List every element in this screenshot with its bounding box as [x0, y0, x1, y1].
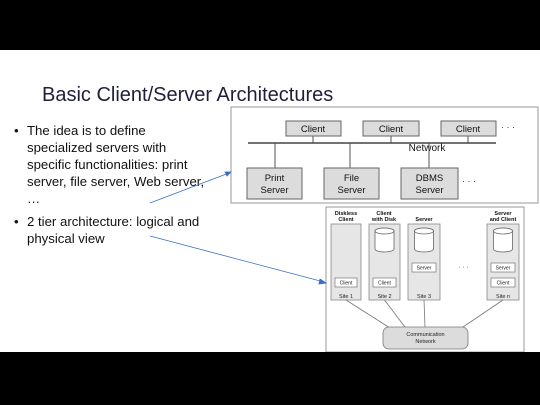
- network-label: Network: [415, 339, 435, 345]
- server-label: Server: [416, 185, 444, 196]
- server-label: Server: [261, 185, 289, 196]
- column-header: Server: [494, 211, 512, 217]
- server-box: [400, 167, 459, 200]
- column-header: with Disk: [371, 217, 397, 223]
- server-label: DBMS: [416, 173, 443, 184]
- inner-box: [490, 277, 516, 288]
- inner-box: [334, 277, 358, 288]
- slide-title: Basic Client/Server Architectures: [42, 84, 334, 106]
- inner-box-label: Server: [496, 266, 511, 272]
- server-label: File: [344, 173, 359, 184]
- inner-box-label: Client: [497, 281, 510, 287]
- client-box: [440, 120, 497, 137]
- column-header: Diskless: [335, 211, 357, 217]
- column-header: Client: [376, 211, 391, 217]
- inner-box: [490, 262, 516, 273]
- bullet-list: The idea is to define specialized server…: [12, 122, 212, 253]
- ellipsis: · · ·: [458, 264, 469, 271]
- server-box: [323, 167, 380, 200]
- site-label: Site 2: [377, 294, 391, 300]
- site-label: Site n: [496, 294, 510, 300]
- site-label: Site 1: [339, 294, 353, 300]
- communication-network-box: [382, 326, 469, 350]
- ellipsis: · · ·: [462, 176, 476, 186]
- slide: Basic Client/Server Architectures The id…: [0, 50, 540, 352]
- bullet-item: 2 tier architecture: logical and physica…: [12, 213, 212, 247]
- inner-box: [411, 262, 437, 273]
- client-box: [362, 120, 420, 137]
- client-box: [285, 120, 342, 137]
- site-column: [330, 223, 362, 301]
- diagrams: Client Client Client · · · Network Print…: [149, 106, 539, 352]
- site-column: [407, 223, 441, 301]
- server-box: [246, 167, 303, 200]
- network-label: Network: [409, 143, 447, 154]
- disk-icon: [374, 227, 513, 253]
- column-header: and Client: [490, 217, 517, 223]
- inner-box-label: Client: [378, 281, 391, 287]
- column-header: Client: [338, 217, 353, 223]
- inner-box-label: Client: [340, 281, 353, 287]
- network-label: Communication: [406, 332, 444, 338]
- pointer-arrows: [149, 171, 328, 285]
- inner-box: [372, 277, 397, 288]
- physical-view-diagram: Diskless Client Client with Disk Server …: [325, 206, 525, 352]
- site-label: Site 3: [417, 294, 431, 300]
- bullet-item: The idea is to define specialized server…: [12, 122, 212, 207]
- server-label: Server: [338, 185, 366, 196]
- inner-box-label: Server: [417, 266, 432, 272]
- client-label: Client: [379, 124, 404, 135]
- client-label: Client: [301, 124, 326, 135]
- server-label: Print: [265, 173, 285, 184]
- ellipsis: · · ·: [501, 122, 515, 132]
- logical-view-diagram: Client Client Client · · · Network Print…: [230, 106, 539, 204]
- client-label: Client: [456, 124, 481, 135]
- column-header: Server: [415, 217, 433, 223]
